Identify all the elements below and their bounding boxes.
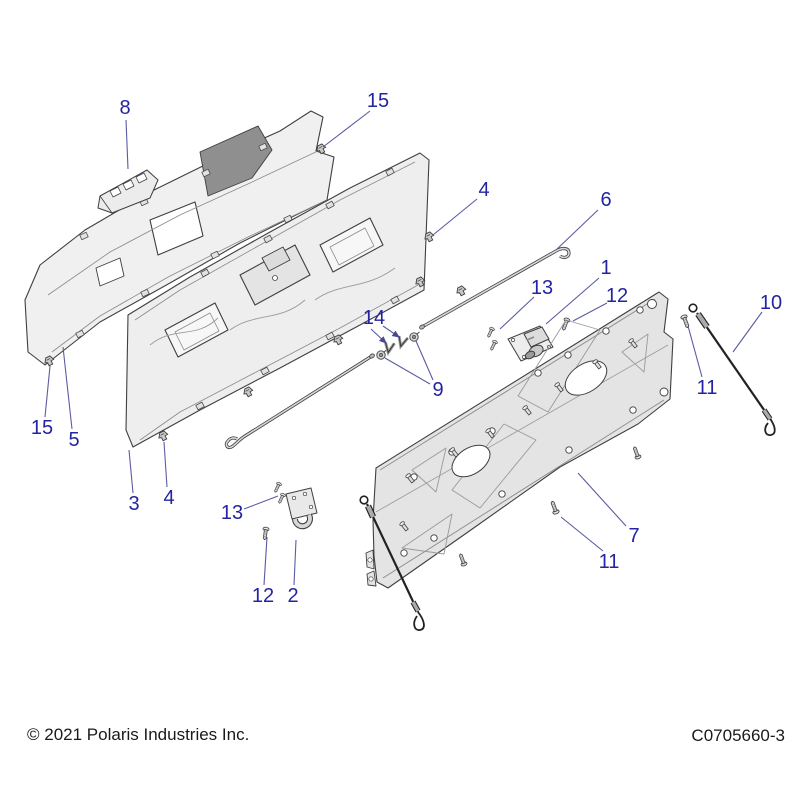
panel-shaded-recess [199,125,273,197]
callout-12-bottom-label: 12 [252,585,274,607]
copyright-text: © 2021 Polaris Industries Inc. [27,725,250,744]
callout-4-top-label: 4 [478,179,489,201]
callout-11-right-label: 11 [697,377,718,399]
part-1-latch-assembly [507,325,554,362]
callout-1-label: 1 [600,257,611,279]
part-2-latch-bracket [285,487,318,530]
callout-14-label: 14 [363,307,385,329]
callout-2-leader [293,539,297,586]
callout-12-top-leader [572,302,608,322]
callout-6-label: 6 [600,189,611,211]
panel-oval-hole [564,360,608,396]
callout-3-leader [128,449,134,494]
callout-13-top-label: 13 [531,277,553,299]
callout-3-label: 3 [128,493,139,515]
part-9-grommet [376,349,387,360]
callout-12-bottom-leader [263,536,268,586]
callout-5-label: 5 [68,429,79,451]
part-13-screw-bottom [272,481,287,505]
part-11-screw-right [679,313,692,330]
part-3-inner-panel [125,152,430,448]
part-12-screw-top [560,316,571,332]
part-9-grommet [409,331,420,342]
part-13-screw-top [485,326,499,352]
part-10-cable-right [688,303,776,436]
callout-9-label: 9 [432,379,443,401]
part-14-rod-clip [394,333,410,350]
release-rod-lower [224,353,375,450]
callout-13-bottom-leader [243,495,279,510]
callout-7-label: 7 [628,525,639,547]
callout-13-bottom-label: 13 [221,502,243,524]
panel-oval-hole [451,444,491,478]
callout-layer: 8 15 4 6 1 13 12 10 11 14 9 15 5 3 4 13 12 2 11 7 [31,90,782,607]
part-12-screw-bottom [261,526,270,541]
callout-13-top-leader [499,296,535,330]
retaining-clip [454,284,468,298]
callout-2-label: 2 [287,585,298,607]
callout-15-top-label: 15 [367,90,389,112]
part-6-release-rod [419,246,571,330]
part-11-screw-bottom [548,499,561,516]
drawing-number: C0705660-3 [691,726,785,745]
retaining-clip [241,385,255,399]
handle-opening [149,201,204,256]
mounting-screw [631,445,642,461]
callout-9-leader-2 [415,340,434,381]
callout-4-top-leader [432,198,478,236]
callout-11-bottom-leader [560,516,604,552]
callout-8-leader [125,119,129,170]
callout-11-right-leader [687,325,703,378]
callout-5-leader [62,346,73,430]
callout-15-left-label: 15 [31,417,53,439]
callout-8-label: 8 [119,97,130,119]
callout-12-top-label: 12 [606,285,628,307]
callout-10-leader [732,311,763,353]
callout-1-leader [545,277,600,325]
part-5-outer-trim-panel [24,110,335,366]
callout-14-leader-1 [370,328,387,344]
callout-9-leader-1 [384,357,431,385]
cable-left [359,495,425,631]
part-8-support-bracket [97,169,159,214]
callout-7-leader [577,472,627,527]
callout-10-label: 10 [760,292,782,314]
callout-6-leader [555,209,599,251]
callout-15-top-leader [322,110,371,148]
callout-11-bottom-label: 11 [599,551,620,573]
callout-14-leader-2 [382,325,400,338]
callout-15-left-leader [44,365,51,418]
callout-4-bottom-leader [163,441,168,488]
callout-4-bottom-label: 4 [163,487,174,509]
mounting-screw [457,552,468,568]
